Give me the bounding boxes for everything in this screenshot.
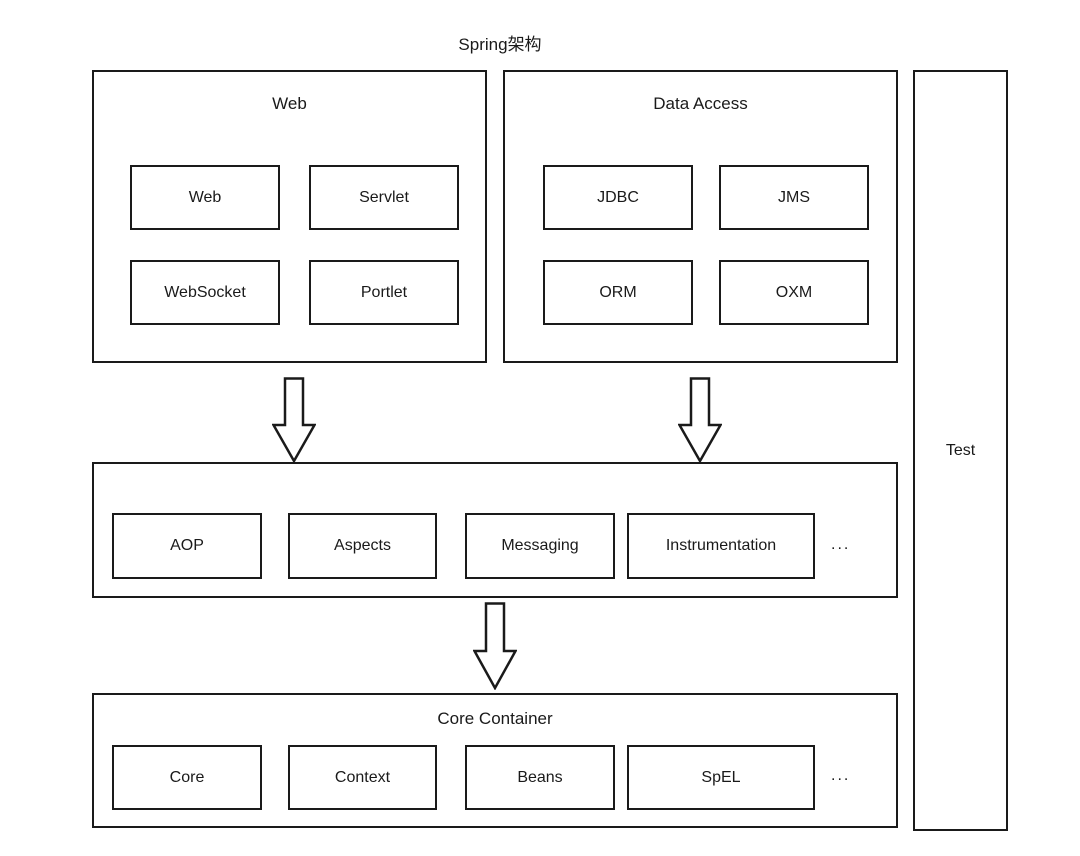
- module-aop: AOP: [112, 513, 262, 579]
- module-core: Core: [112, 745, 262, 810]
- down-arrow-icon: [473, 602, 517, 690]
- web-group-box: Web Web Servlet WebSocket Portlet: [92, 70, 487, 363]
- core-container-group-title: Core Container: [437, 709, 553, 728]
- module-messaging: Messaging: [465, 513, 615, 579]
- middleware-band-box: AOP Aspects Messaging Instrumentation ..…: [92, 462, 898, 598]
- module-instrumentation: Instrumentation: [627, 513, 815, 579]
- down-arrow-icon: [678, 377, 722, 463]
- module-beans: Beans: [465, 745, 615, 810]
- middleware-ellipsis: ...: [831, 536, 851, 553]
- module-aspects: Aspects: [288, 513, 437, 579]
- test-group-box: Test: [913, 70, 1008, 831]
- module-servlet: Servlet: [309, 165, 459, 230]
- module-web: Web: [130, 165, 280, 230]
- web-group-title: Web: [272, 94, 307, 113]
- module-context: Context: [288, 745, 437, 810]
- core-container-ellipsis: ...: [831, 767, 851, 784]
- module-orm: ORM: [543, 260, 693, 325]
- module-portlet: Portlet: [309, 260, 459, 325]
- core-container-group-box: Core Container Core Context Beans SpEL .…: [92, 693, 898, 828]
- module-oxm: OXM: [719, 260, 869, 325]
- data-access-group-title: Data Access: [653, 94, 748, 113]
- module-jms: JMS: [719, 165, 869, 230]
- diagram-title: Spring架构: [458, 35, 542, 54]
- data-access-group-box: Data Access JDBC JMS ORM OXM: [503, 70, 898, 363]
- module-jdbc: JDBC: [543, 165, 693, 230]
- test-group-title: Test: [945, 441, 976, 459]
- module-spel: SpEL: [627, 745, 815, 810]
- module-websocket: WebSocket: [130, 260, 280, 325]
- down-arrow-icon: [272, 377, 316, 463]
